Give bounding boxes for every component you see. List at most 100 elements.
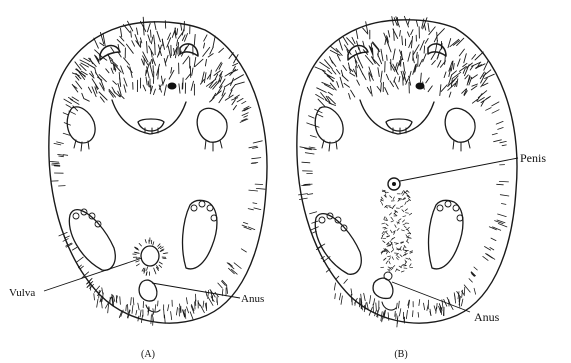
spine-stroke [229,53,233,59]
spine-stroke [183,56,189,64]
spine-stroke [500,195,509,196]
spine-stroke [171,312,172,320]
genital-hair-stroke [399,219,401,221]
spine-stroke [152,58,153,64]
spine-stroke [192,68,193,75]
spine-stroke [497,220,505,223]
panel-a-left-toe-1 [73,213,79,219]
genital-hair-stroke [400,255,402,257]
spine-stroke [72,247,77,250]
fur-stroke [474,288,476,294]
spine-stroke [437,49,441,59]
fur-stroke [406,310,407,318]
spine-stroke [497,184,504,185]
spine-stroke [356,30,358,38]
panel-a-caption: (A) [141,349,155,360]
genital-hair-stroke [405,202,406,205]
genital-hair-stroke [159,262,162,264]
genital-hair-stroke [390,230,392,233]
panel-b-right-ear [428,44,446,56]
genital-hair-stroke [402,191,404,194]
spine-stroke [498,214,507,217]
spine-stroke [495,221,504,224]
genital-hair-stroke [394,232,395,235]
spine-stroke [181,24,182,30]
spine-stroke [486,96,490,99]
fur-stroke [399,309,400,316]
spine-stroke [377,87,380,91]
fur-stroke [164,310,165,318]
fur-stroke [126,305,127,311]
spine-stroke [438,61,441,68]
spine-stroke [256,188,265,189]
spine-stroke [146,70,147,76]
spine-stroke [50,161,59,162]
spine-stroke [502,145,506,146]
genital-hair-stroke [405,209,407,211]
spine-stroke [242,101,246,103]
spine-stroke [150,59,152,65]
spine-stroke [153,59,155,65]
panel-b-right-toe-3 [453,205,459,211]
genital-hair-stroke [382,202,383,205]
panel-b-caption: (B) [394,349,407,360]
spine-stroke [413,45,419,55]
spine-stroke [151,315,152,324]
spine-stroke [386,74,388,79]
genital-hair-stroke [383,227,386,228]
spine-stroke [457,59,460,66]
spine-stroke [348,63,350,72]
spine-stroke [397,318,398,327]
spine-stroke [408,32,410,37]
spine-stroke [174,49,175,55]
genital-hair-stroke [391,250,393,252]
spine-stroke [500,141,507,142]
spine-stroke [179,84,180,93]
spine-stroke [120,95,124,99]
spine-stroke [178,42,179,54]
genital-hair-stroke [386,224,388,226]
spine-stroke [394,81,398,89]
spine-stroke [307,123,312,125]
fur-stroke [102,288,103,294]
spine-stroke [205,60,206,66]
spine-stroke [501,204,506,205]
spine-stroke [65,236,70,238]
spine-stroke [359,48,361,53]
spine-stroke [151,37,152,44]
spine-stroke [124,85,126,93]
fur-stroke [108,304,109,313]
panel-a-right-toe-1 [191,205,197,211]
spine-stroke [308,194,313,195]
genital-hair-stroke [388,244,391,245]
panel-a-face [112,100,186,134]
spine-stroke [401,51,402,59]
spine-stroke [498,128,504,130]
spine-stroke [492,133,497,134]
spine-stroke [155,43,156,55]
genital-hair-stroke [407,200,409,202]
spine-stroke [475,52,483,60]
spine-stroke [75,62,81,70]
spine-stroke [299,194,308,195]
spine-stroke [437,29,445,37]
spine-stroke [113,81,117,85]
spine-stroke [411,36,412,48]
spine-stroke [491,238,496,241]
spine-stroke [124,58,130,65]
fur-stroke [464,287,465,296]
spine-stroke [336,276,339,279]
genital-hair-stroke [403,250,406,251]
genital-hair-stroke [159,265,162,267]
panel-a-genital-hair [133,238,168,276]
spine-stroke [344,279,348,283]
genital-hair-stroke [145,240,146,243]
genital-hair-stroke [391,221,394,222]
spine-stroke [428,23,429,32]
spine-stroke [162,39,163,46]
spine-stroke [302,162,310,163]
fur-stroke [388,313,389,321]
spine-stroke [136,310,137,315]
spine-stroke [305,153,314,154]
